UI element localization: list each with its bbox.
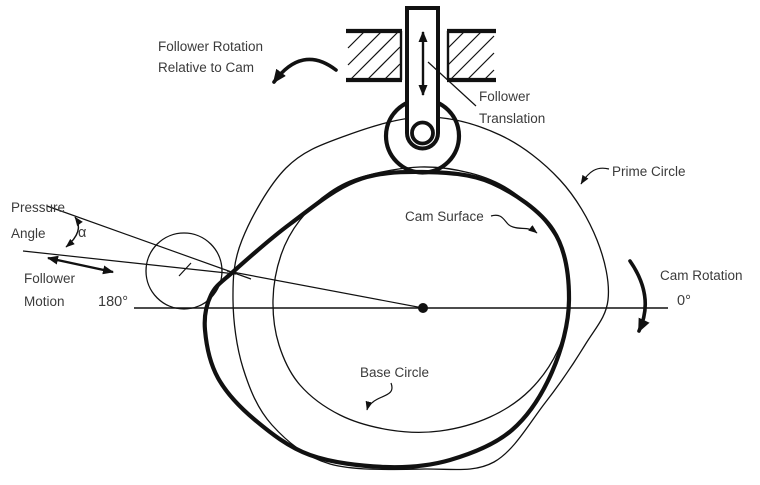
follower-rotation-label-line2: Relative to Cam <box>158 60 255 75</box>
cam-surface-leader <box>490 214 538 234</box>
contact-to-center-line <box>226 270 424 309</box>
zero-degree-label: 0° <box>677 293 691 309</box>
one-eighty-degree-label: 180° <box>98 294 128 310</box>
follower-translation-label-line2: Translation <box>479 111 546 126</box>
base-circle-label: Base Circle <box>360 365 430 380</box>
hatching-right-block <box>447 30 495 81</box>
hatching-left-block <box>347 30 401 81</box>
pressure-angle-label-line2: Angle <box>11 226 46 241</box>
follower-rotation-arrow <box>272 57 338 84</box>
follower-translation-label: Follower Translation <box>479 86 545 130</box>
pressure-angle-construction <box>22 205 424 310</box>
pressure-angle-label: Pressure Angle <box>11 195 65 247</box>
follower-motion-label-line2: Motion <box>24 294 65 309</box>
alpha-symbol-label: α <box>78 225 87 241</box>
follower-rotation-label-line1: Follower Rotation <box>158 39 264 54</box>
pressure-angle-arc-arrow <box>65 216 83 248</box>
prime-circle <box>232 116 610 471</box>
follower-motion-double-arrow <box>47 255 114 275</box>
follower-motion-label-line1: Follower <box>24 271 76 286</box>
follower-motion-label: Follower Motion <box>24 267 75 313</box>
roller-pin <box>410 120 435 146</box>
cam-rotation-arrow <box>628 259 650 333</box>
base-circle-leader <box>365 382 393 411</box>
cam-rotation-label: Cam Rotation <box>660 268 743 283</box>
follower-translation-label-line1: Follower <box>479 89 531 104</box>
roller-center-tick <box>178 262 192 277</box>
follower-translation-leader <box>427 61 477 107</box>
prime-circle-leader <box>580 167 610 185</box>
follower-motion-line <box>22 250 237 275</box>
cam-center-dot <box>418 303 428 313</box>
follower-rotation-label: Follower Rotation Relative to Cam <box>158 36 263 78</box>
pressure-angle-label-line1: Pressure <box>11 200 66 215</box>
follower-guide-blocks <box>346 28 496 83</box>
leader-lines <box>365 61 610 411</box>
cam-surface-label: Cam Surface <box>405 209 484 224</box>
roller-follower-left-circle <box>145 232 223 310</box>
cam-surface-profile <box>202 169 572 470</box>
prime-circle-label: Prime Circle <box>612 164 686 179</box>
